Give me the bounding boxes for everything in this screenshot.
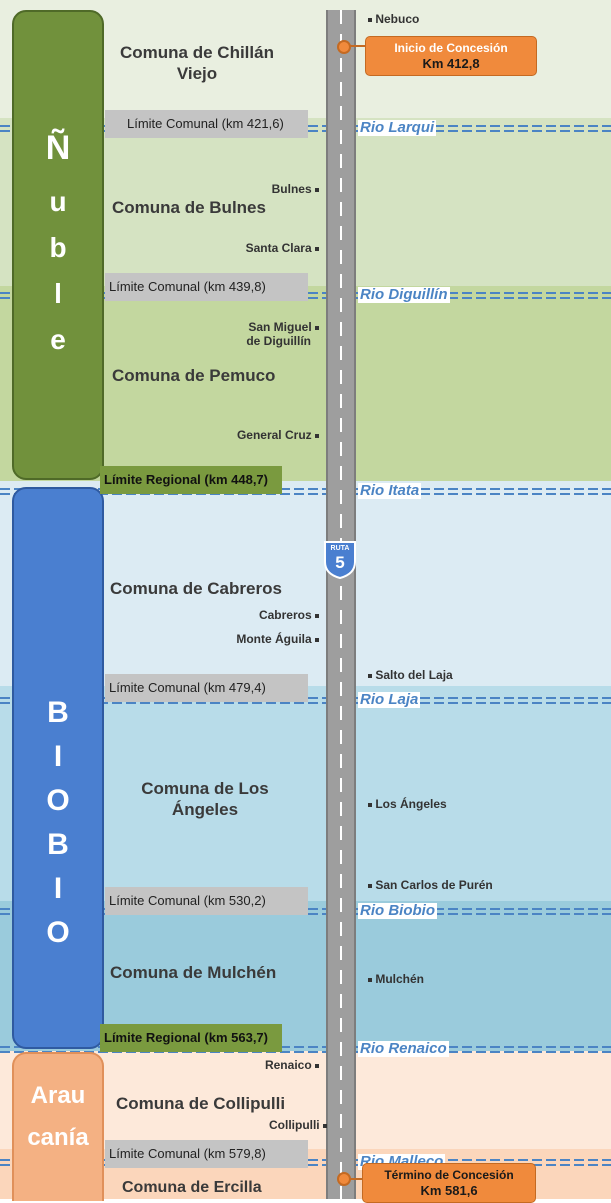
town-monte-aguila: Monte Águila xyxy=(236,632,319,646)
town-marker-icon xyxy=(368,673,372,678)
river-line-itata xyxy=(0,488,611,490)
town-mulchen-label: Mulchén xyxy=(375,972,425,986)
region-araucania-line-1: Arau xyxy=(30,1081,86,1109)
town-los-angeles: Los Ángeles xyxy=(368,797,447,811)
town-marker-icon xyxy=(323,1123,327,1128)
comuna-los-angeles: Comuna de Los Ángeles xyxy=(141,779,269,820)
region-biobio-letter-2: I xyxy=(53,740,63,773)
end-marker-icon xyxy=(337,1172,351,1186)
region-nuble-letter-3: b xyxy=(49,231,67,263)
end-callout-km: Km 581,6 xyxy=(420,1183,478,1198)
region-biobio-letter-4: B xyxy=(47,828,69,861)
town-marker-icon xyxy=(315,325,319,330)
town-marker-icon xyxy=(315,187,319,192)
town-de-diguillin-label: de Diguillín xyxy=(246,334,311,349)
town-marker-icon xyxy=(315,433,319,438)
town-san-carlos-label: San Carlos de Purén xyxy=(375,878,493,892)
start-callout-km: Km 412,8 xyxy=(422,56,480,71)
town-san-carlos: San Carlos de Purén xyxy=(368,878,493,892)
town-marker-icon xyxy=(315,613,319,618)
region-nuble-letter-5: e xyxy=(50,323,66,355)
route-5-road xyxy=(326,10,356,1199)
region-biobio-letter-5: I xyxy=(53,872,63,905)
town-nebuco-label: Nebuco xyxy=(375,12,420,26)
town-mulchen: Mulchén xyxy=(368,972,424,986)
town-general-cruz-label: General Cruz xyxy=(236,428,312,442)
river-larqui: Rio Larqui xyxy=(358,119,437,136)
town-los-angeles-label: Los Ángeles xyxy=(375,797,447,811)
start-callout: Inicio de Concesión Km 412,8 xyxy=(365,36,537,76)
river-itata: Rio Itata xyxy=(358,482,422,499)
town-san-miguel-label: San Miguel xyxy=(248,320,312,334)
town-cabreros-label: Cabreros xyxy=(258,608,312,622)
river-diguillin: Rio Diguillín xyxy=(358,286,450,303)
town-marker-icon xyxy=(368,17,372,22)
town-santa-clara-label: Santa Clara xyxy=(245,241,312,255)
region-biobio-letter-3: O xyxy=(46,784,70,817)
region-araucania: Arau canía xyxy=(12,1052,104,1201)
region-araucania-line-2: canía xyxy=(27,1123,89,1151)
river-line-itata-2 xyxy=(0,493,611,495)
river-line-renaico-2 xyxy=(0,1051,611,1053)
town-santa-clara: Santa Clara xyxy=(246,241,319,255)
limit-comunal-5: Límite Comunal (km 579,8) xyxy=(105,1140,308,1168)
town-cabreros: Cabreros xyxy=(259,608,319,622)
town-collipulli: Collipulli xyxy=(269,1118,327,1132)
end-callout-connector xyxy=(350,1178,366,1180)
river-laja: Rio Laja xyxy=(358,691,421,708)
comuna-mulchen: Comuna de Mulchén xyxy=(110,963,277,982)
route-label: RUTA xyxy=(330,545,350,552)
town-renaico-label: Renaico xyxy=(264,1058,312,1072)
region-nuble-letter-1: Ñ xyxy=(45,128,71,167)
town-salto-laja: Salto del Laja xyxy=(368,668,453,682)
town-marker-icon xyxy=(368,977,372,982)
town-bulnes-label: Bulnes xyxy=(271,182,312,196)
limit-comunal-1: Límite Comunal (km 421,6) xyxy=(105,110,308,138)
shield-icon xyxy=(324,541,356,580)
comuna-cabreros: Comuna de Cabreros xyxy=(110,579,282,598)
start-marker-icon xyxy=(337,40,351,54)
start-callout-title: Inicio de Concesión xyxy=(394,41,508,55)
town-san-miguel: San Miguel de Diguillín xyxy=(246,320,319,349)
comuna-chillan-viejo: Comuna de Chillán Viejo xyxy=(120,43,274,84)
end-callout: Término de Concesión Km 581,6 xyxy=(362,1163,536,1203)
limit-comunal-4: Límite Comunal (km 530,2) xyxy=(105,887,308,915)
comuna-collipulli: Comuna de Collipulli xyxy=(116,1094,286,1113)
town-marker-icon xyxy=(315,637,319,642)
limit-comunal-3: Límite Comunal (km 479,4) xyxy=(105,674,308,702)
limit-regional-1: Límite Regional (km 448,7) xyxy=(100,466,282,494)
region-biobio-letter-6: O xyxy=(46,916,70,949)
start-callout-connector xyxy=(350,45,366,47)
comuna-bulnes: Comuna de Bulnes xyxy=(112,198,266,217)
comuna-pemuco: Comuna de Pemuco xyxy=(112,366,276,385)
town-monte-aguila-label: Monte Águila xyxy=(236,632,312,646)
town-salto-laja-label: Salto del Laja xyxy=(375,668,453,682)
town-bulnes: Bulnes xyxy=(272,182,319,196)
town-marker-icon xyxy=(315,1063,319,1068)
route-number: 5 xyxy=(335,553,345,572)
river-biobio: Rio Biobio xyxy=(358,902,437,919)
town-collipulli-label: Collipulli xyxy=(268,1118,320,1132)
limit-regional-2: Límite Regional (km 563,7) xyxy=(100,1024,282,1052)
end-callout-title: Término de Concesión xyxy=(384,1168,514,1182)
region-nuble-letter-4: l xyxy=(54,277,62,309)
comuna-ercilla: Comuna de Ercilla xyxy=(122,1179,262,1196)
region-biobio: B I O B I O xyxy=(12,487,104,1049)
river-line-laja-2 xyxy=(0,702,611,704)
road-center-line xyxy=(340,10,342,1199)
region-biobio-letter-1: B xyxy=(47,696,69,729)
town-general-cruz: General Cruz xyxy=(237,428,319,442)
region-nuble: Ñ u b l e xyxy=(12,10,104,480)
town-marker-icon xyxy=(368,802,372,807)
town-renaico: Renaico xyxy=(265,1058,319,1072)
route-5-shield: RUTA 5 xyxy=(322,540,358,580)
town-nebuco: Nebuco xyxy=(368,12,419,26)
town-marker-icon xyxy=(315,246,319,251)
limit-comunal-2: Límite Comunal (km 439,8) xyxy=(105,273,308,301)
region-nuble-letter-2: u xyxy=(49,185,67,217)
town-marker-icon xyxy=(368,883,372,888)
river-line-renaico xyxy=(0,1046,611,1048)
river-renaico: Rio Renaico xyxy=(358,1040,449,1057)
